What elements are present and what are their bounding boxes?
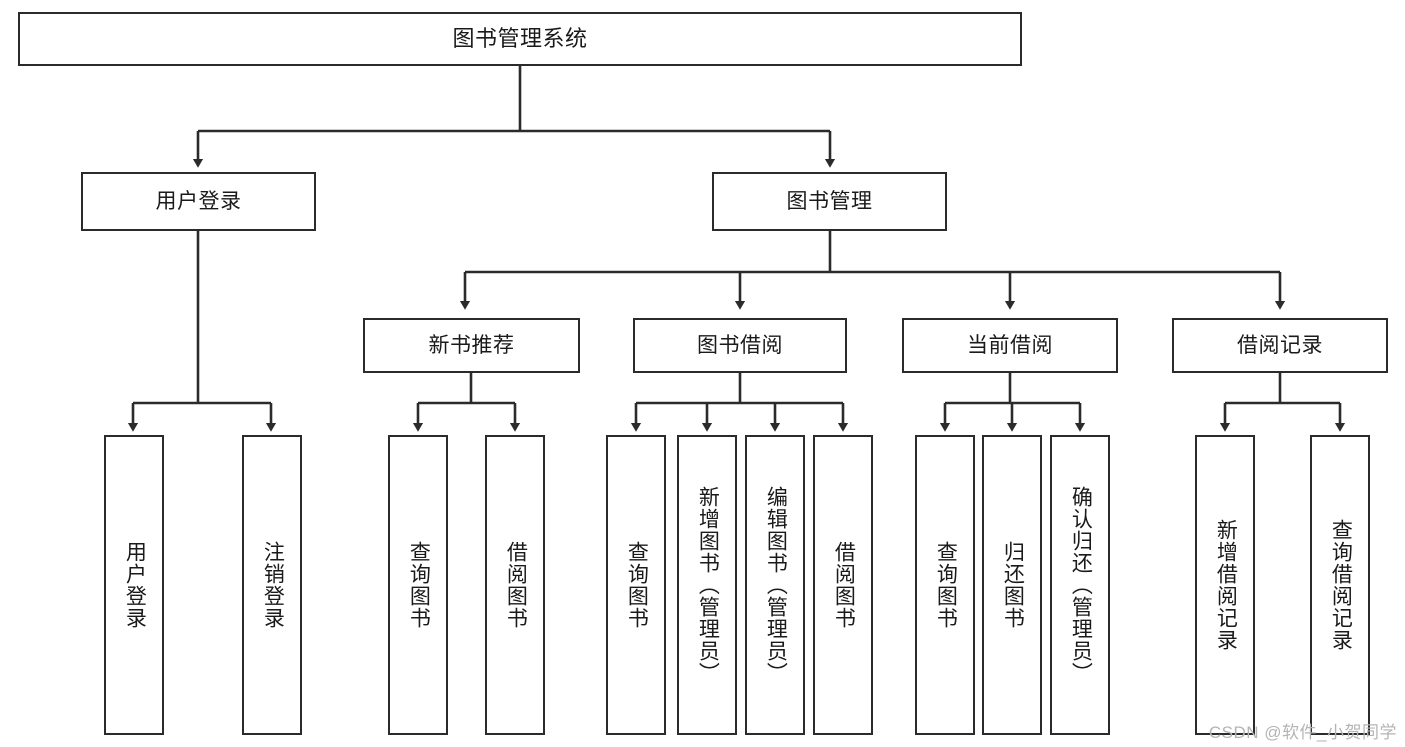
node-label: 新书推荐 (428, 333, 515, 357)
node-current-borrow[interactable]: 当前借阅 (902, 318, 1118, 373)
node-root-book-management-system[interactable]: 图书管理系统 (18, 12, 1022, 66)
node-book-borrow[interactable]: 图书借阅 (633, 318, 847, 373)
node-new-book-recommend[interactable]: 新书推荐 (363, 318, 580, 373)
node-label: 查询借阅记录 (1329, 519, 1353, 651)
leaf-borrow-borrow-book[interactable]: 借阅图书 (813, 435, 873, 735)
node-label: 查询图书 (934, 541, 958, 629)
node-user-login[interactable]: 用户登录 (81, 172, 316, 231)
node-label: 用户登录 (155, 189, 242, 213)
leaf-current-confirm-return-admin[interactable]: 确认归还（管理员） (1050, 435, 1110, 735)
node-label: 用户登录 (123, 541, 147, 629)
leaf-borrow-add-book-admin[interactable]: 新增图书（管理员） (677, 435, 737, 735)
node-label: 图书管理系统 (452, 25, 588, 51)
node-label: 确认归还（管理员） (1069, 486, 1093, 684)
node-label: 借阅图书 (504, 541, 528, 629)
node-book-management[interactable]: 图书管理 (712, 172, 947, 231)
node-borrow-record[interactable]: 借阅记录 (1172, 318, 1388, 373)
leaf-user-login[interactable]: 用户登录 (104, 435, 164, 735)
node-label: 当前借阅 (967, 333, 1053, 357)
watermark-text: CSDN @软件_小贺同学 (1208, 723, 1397, 742)
node-label: 图书管理 (786, 189, 873, 213)
node-label: 借阅图书 (832, 541, 856, 629)
node-label: 图书借阅 (697, 333, 783, 357)
leaf-user-logout[interactable]: 注销登录 (242, 435, 302, 735)
leaf-record-add-borrow-record[interactable]: 新增借阅记录 (1195, 435, 1255, 735)
leaf-record-query-borrow-record[interactable]: 查询借阅记录 (1310, 435, 1370, 735)
leaf-current-return-book[interactable]: 归还图书 (982, 435, 1042, 735)
node-label: 查询图书 (407, 541, 431, 629)
node-label: 注销登录 (261, 541, 285, 629)
node-label: 借阅记录 (1237, 333, 1323, 357)
node-label: 编辑图书（管理员） (764, 486, 788, 684)
node-label: 查询图书 (625, 541, 649, 629)
leaf-borrow-query-book[interactable]: 查询图书 (606, 435, 666, 735)
leaf-borrow-edit-book-admin[interactable]: 编辑图书（管理员） (745, 435, 805, 735)
node-label: 新增图书（管理员） (696, 486, 720, 684)
leaf-recommend-borrow-book[interactable]: 借阅图书 (485, 435, 545, 735)
leaf-current-query-book[interactable]: 查询图书 (915, 435, 975, 735)
node-label: 归还图书 (1001, 541, 1025, 629)
node-label: 新增借阅记录 (1214, 519, 1238, 651)
leaf-recommend-query-book[interactable]: 查询图书 (388, 435, 448, 735)
